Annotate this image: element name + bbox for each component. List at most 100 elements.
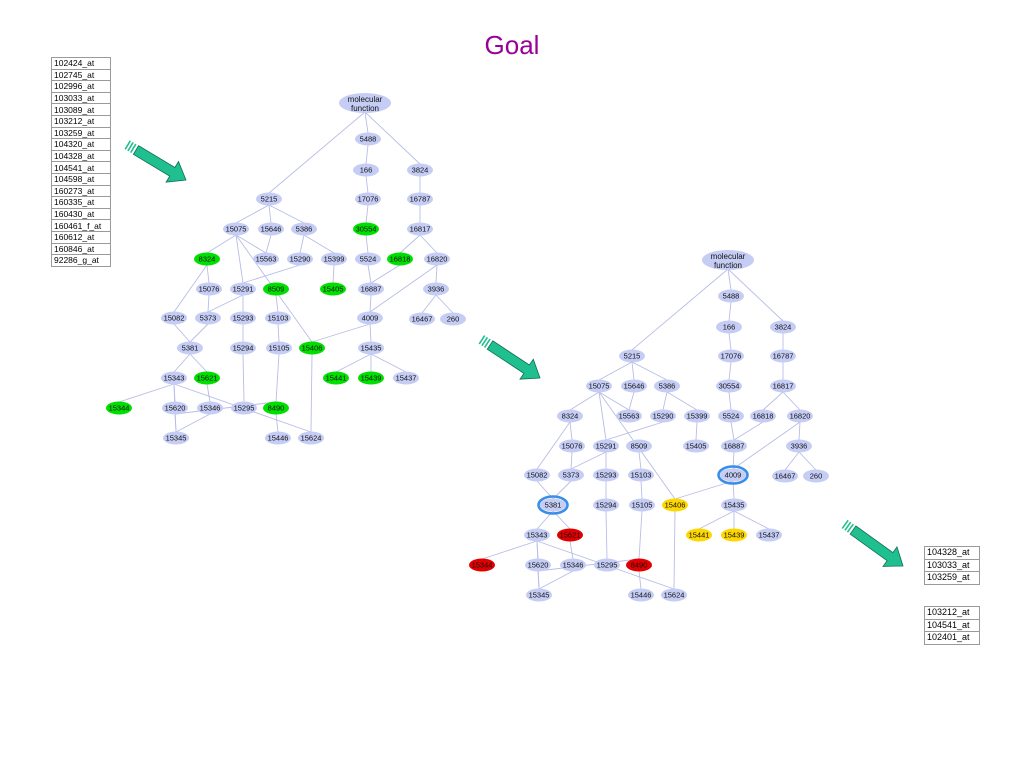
node-15294: 15294 xyxy=(593,498,619,512)
edge-5386-15399 xyxy=(666,391,698,411)
arrow-shape xyxy=(132,145,187,183)
node-label: 16787 xyxy=(410,195,431,204)
node-shape xyxy=(407,192,433,206)
edge-15435-15437 xyxy=(370,353,407,373)
edge-16817-16820 xyxy=(782,391,801,411)
node-15290: 15290 xyxy=(287,252,313,266)
node-shape xyxy=(266,341,292,355)
node-shape xyxy=(263,282,289,296)
node-label: 15294 xyxy=(233,344,254,353)
node-shape xyxy=(586,379,612,393)
node-16817: 16817 xyxy=(770,379,796,393)
edge-5373-5381 xyxy=(189,323,209,343)
node-shape xyxy=(387,252,413,266)
node-label: 5215 xyxy=(624,352,641,361)
node-label: 16467 xyxy=(775,472,796,481)
edge-root-5488 xyxy=(727,268,732,291)
node-15345: 15345 xyxy=(163,431,189,445)
edge-8509-15103 xyxy=(638,451,642,470)
node-label: 15406 xyxy=(302,344,323,353)
node-15291: 15291 xyxy=(230,282,256,296)
node-shape xyxy=(230,282,256,296)
edge-15646-15563 xyxy=(628,391,635,411)
node-5215: 5215 xyxy=(256,192,282,206)
node-label: 15105 xyxy=(632,501,653,510)
node-shape xyxy=(223,222,249,236)
probe-id-cell: 102401_at xyxy=(924,631,980,645)
node-15076: 15076 xyxy=(196,282,222,296)
node-15290: 15290 xyxy=(650,409,676,423)
node-shape xyxy=(594,558,620,572)
node-shape xyxy=(355,132,381,146)
node-15291: 15291 xyxy=(593,439,619,453)
arrow-down-right-2 xyxy=(478,335,541,380)
node-shape xyxy=(650,409,676,423)
node-shape xyxy=(621,379,647,393)
arrow-tail-stripe xyxy=(127,142,134,152)
edge-15294-15295 xyxy=(605,510,608,560)
probe-id-cell: 92286_g_at xyxy=(51,254,111,267)
node-15441: 15441 xyxy=(323,371,349,385)
node-15624: 15624 xyxy=(661,588,687,602)
node-label: function xyxy=(351,104,379,113)
node-label: 15290 xyxy=(653,412,674,421)
node-shape xyxy=(626,558,652,572)
node-shape xyxy=(197,401,223,415)
node-5215: 5215 xyxy=(619,349,645,363)
node-shape xyxy=(716,320,742,334)
node-15621: 15621 xyxy=(194,371,220,385)
node-label: 15406 xyxy=(665,501,686,510)
node-15620: 15620 xyxy=(162,401,188,415)
node-label: 15343 xyxy=(527,531,548,540)
node-shape xyxy=(469,558,495,572)
edge-15406-15624 xyxy=(310,353,313,433)
node-shape xyxy=(355,192,381,206)
node-16467: 16467 xyxy=(772,469,798,483)
node-shape xyxy=(323,371,349,385)
node-label: 15446 xyxy=(268,434,289,443)
node-260: 260 xyxy=(440,312,466,326)
node-15103: 15103 xyxy=(265,311,291,325)
node-15082: 15082 xyxy=(161,311,187,325)
node-shape xyxy=(683,439,709,453)
node-30554: 30554 xyxy=(716,379,742,393)
arrow-tail-stripe xyxy=(483,338,491,348)
node-260: 260 xyxy=(803,469,829,483)
probe-id-cell: 104328_at xyxy=(51,149,111,163)
node-shape xyxy=(756,528,782,542)
edge-15435-15441 xyxy=(335,353,372,373)
node-label: 15103 xyxy=(268,314,289,323)
node-label: 15563 xyxy=(619,412,640,421)
node-label: 15343 xyxy=(164,374,185,383)
node-shape xyxy=(358,341,384,355)
node-label: 15563 xyxy=(256,255,277,264)
node-15344: 15344 xyxy=(469,558,495,572)
node-5386: 5386 xyxy=(291,222,317,236)
node-4009: 4009 xyxy=(357,311,383,325)
node-15405: 15405 xyxy=(320,282,346,296)
node-shape xyxy=(299,341,325,355)
node-label: 3936 xyxy=(428,285,445,294)
node-shape xyxy=(786,439,812,453)
node-label: 15437 xyxy=(759,531,780,540)
node-label: 15291 xyxy=(596,442,617,451)
node-label: molecular xyxy=(711,252,746,261)
node-label: 15646 xyxy=(624,382,645,391)
edge-8490-15446 xyxy=(638,570,642,590)
node-15437: 15437 xyxy=(393,371,419,385)
node-shape xyxy=(424,252,450,266)
node-shape xyxy=(524,468,550,482)
node-30554: 30554 xyxy=(353,222,379,236)
node-shape xyxy=(770,349,796,363)
node-15646: 15646 xyxy=(258,222,284,236)
node-3824: 3824 xyxy=(770,320,796,334)
node-16887: 16887 xyxy=(358,282,384,296)
node-label: 260 xyxy=(447,315,460,324)
arrow-shape xyxy=(486,340,541,380)
node-shape xyxy=(265,431,291,445)
node-15563: 15563 xyxy=(253,252,279,266)
node-3936: 3936 xyxy=(786,439,812,453)
probe-id-cell: 104320_at xyxy=(51,138,111,151)
